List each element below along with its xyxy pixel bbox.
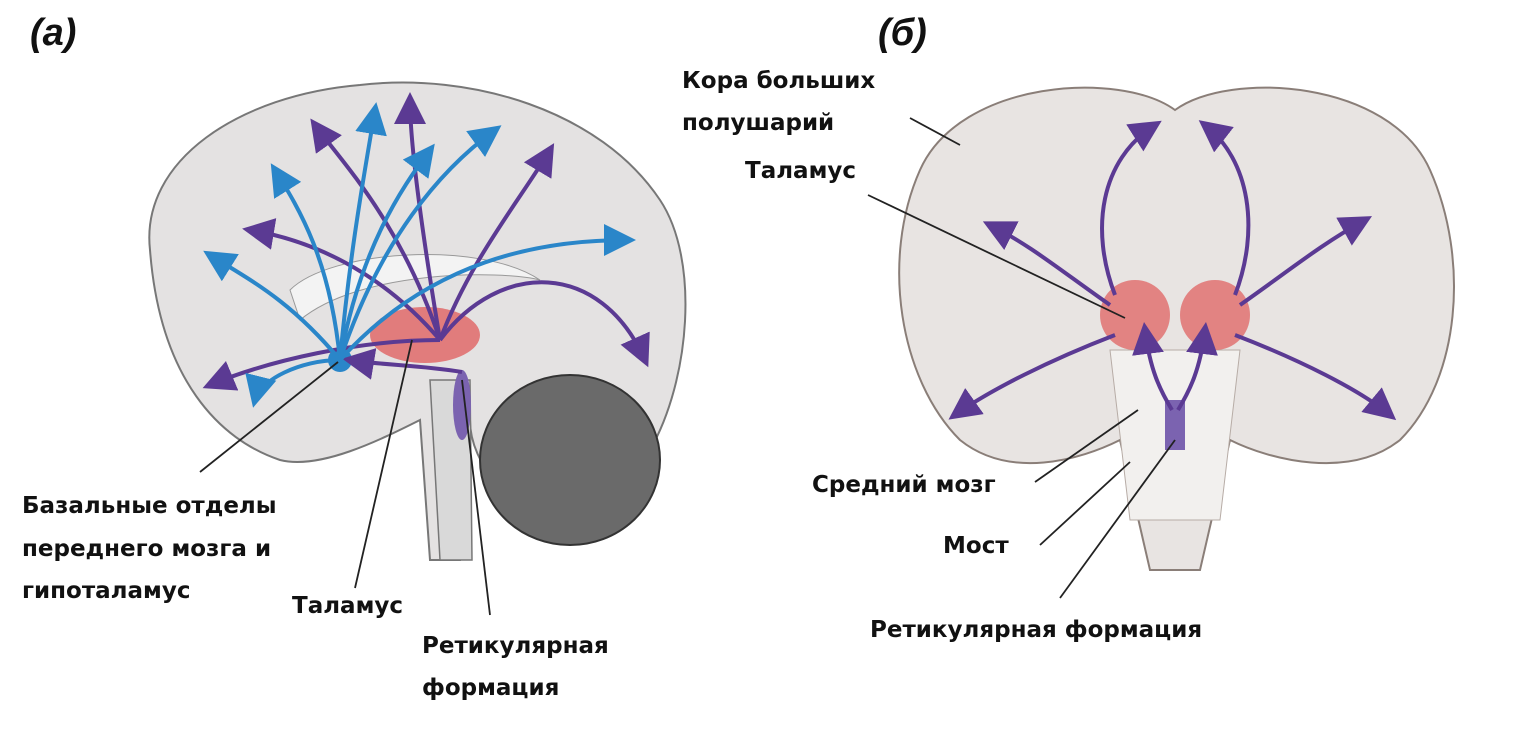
label-midbrain: Средний мозг <box>812 472 996 498</box>
cerebellum <box>479 374 661 546</box>
corpus-callosum <box>289 254 541 321</box>
label-basal-forebrain-line3: гипоталамус <box>22 578 190 604</box>
label-cortex-line1: Кора больших <box>682 68 875 94</box>
label-reticular-left-line1: Ретикулярная <box>422 633 609 659</box>
panel-label-b: (б) <box>878 12 927 54</box>
panel-label-a: (а) <box>30 12 76 54</box>
reticular-formation-region <box>1165 400 1185 450</box>
sagittal-brain <box>148 81 687 561</box>
leader-lines <box>199 117 1176 616</box>
label-reticular-left-line2: формация <box>422 675 559 701</box>
label-pons: Мост <box>943 533 1009 559</box>
label-basal-forebrain-line2: переднего мозга и <box>22 536 271 562</box>
label-thalamus-left: Таламус <box>292 593 403 619</box>
label-basal-forebrain-line1: Базальные отделы <box>22 493 277 519</box>
left-arrows <box>202 92 650 408</box>
label-reticular-right: Ретикулярная формация <box>870 617 1202 643</box>
label-cortex-line2: полушарий <box>682 110 834 136</box>
right-arrows <box>948 120 1397 421</box>
thalamus-region <box>370 307 480 363</box>
coronal-brain <box>898 86 1455 571</box>
label-thalamus-right: Таламус <box>745 158 856 184</box>
right-thalamus-region <box>1180 280 1250 350</box>
left-thalamus-region <box>1100 280 1170 350</box>
